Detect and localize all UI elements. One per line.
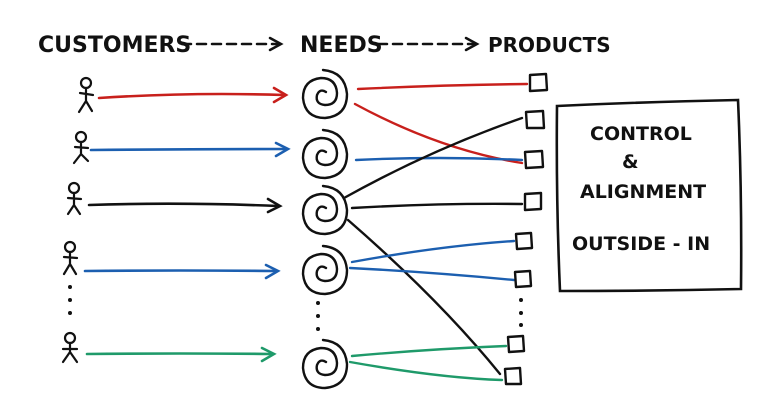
- customer-ellipsis: [68, 285, 72, 315]
- need-spiral-5: [301, 338, 349, 390]
- header-customers: CUSTOMERS: [38, 33, 191, 58]
- line-red-need1-product3: [353, 102, 524, 165]
- customer-figure-3: [66, 181, 83, 216]
- need-spiral-4: [301, 244, 349, 296]
- box-label-ampersand: &: [622, 151, 639, 173]
- need-spiral-3: [301, 184, 349, 236]
- needs-ellipsis: [316, 301, 320, 331]
- arrow-blue-customer4-need4: [83, 263, 281, 280]
- products-ellipsis: [519, 298, 523, 327]
- customer-figure-2: [72, 130, 90, 165]
- line-blue-need4-product6: [348, 266, 516, 282]
- product-box-1: [528, 72, 549, 93]
- arrow-green-customer5-need5: [85, 346, 277, 363]
- box-label-outside-in: OUTSIDE - IN: [572, 233, 710, 255]
- line-blue-need2-product3: [354, 156, 524, 162]
- line-black-need3-product2: [342, 116, 524, 200]
- need-spiral-1: [301, 68, 349, 120]
- arrow-blue-customer2-need2: [89, 141, 291, 158]
- box-label-control: CONTROL: [590, 123, 692, 145]
- product-box-2: [524, 109, 546, 130]
- product-box-4: [523, 191, 543, 212]
- box-label-alignment: ALIGNMENT: [580, 181, 706, 203]
- need-spiral-2: [301, 128, 349, 180]
- line-green-need5-product7: [350, 344, 508, 358]
- product-box-7: [506, 334, 526, 354]
- customer-figure-1: [77, 76, 95, 114]
- header-needs: NEEDS: [300, 33, 383, 58]
- header-products: PRODUCTS: [488, 33, 611, 57]
- arrow-black-customer3-need3: [87, 197, 283, 214]
- dashed-arrow-2: [376, 36, 480, 52]
- product-box-5: [514, 231, 534, 251]
- product-box-6: [513, 269, 533, 289]
- dashed-arrow-1: [180, 36, 284, 52]
- customer-figure-5: [61, 331, 79, 364]
- product-box-8: [503, 366, 523, 386]
- control-alignment-box: [555, 98, 743, 293]
- line-red-need1-product1: [356, 82, 529, 91]
- line-blue-need4-product5: [350, 239, 516, 264]
- line-black-need3-product8: [346, 218, 502, 376]
- arrow-red-customer1-need1: [97, 86, 289, 104]
- customer-figure-4: [62, 240, 79, 276]
- line-green-need5-product8: [348, 360, 504, 382]
- line-black-need3-product4: [350, 202, 524, 210]
- product-box-3: [523, 149, 545, 170]
